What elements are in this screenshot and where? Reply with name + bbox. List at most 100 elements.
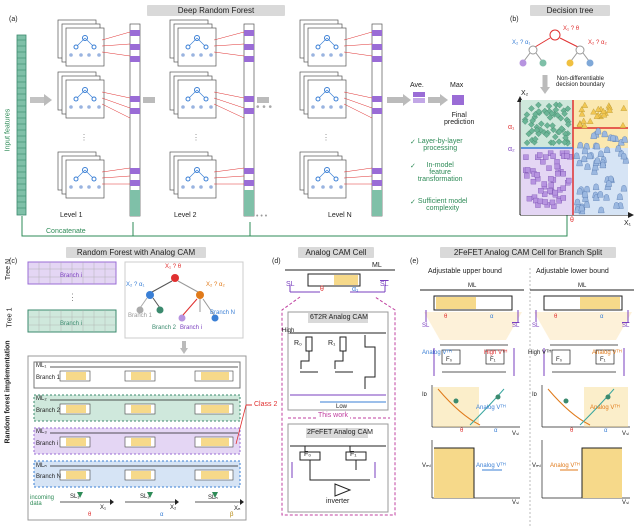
row-branch-label: Branch 2 [36,408,61,414]
panel-b-label: (b) [510,16,519,23]
fefet-theta-label: θ [444,314,448,320]
fefet-vsl-label-2: Vₛₗ [622,500,630,506]
fefet-vml-label: Vₘₗ [532,463,541,469]
axis-x2-label: X₂ [521,90,529,97]
cam-sl-label: SL [286,281,295,288]
cam-theta-label: θ [320,286,324,293]
fefet-analog-vth-label: Analog Vᵀᴴ [422,350,452,356]
decision-tree-header: Decision tree [530,5,610,16]
x1-in-label: X₁ [100,505,107,511]
level-1-label: Level 1 [60,212,83,219]
level-n-label: Level N [328,212,352,219]
panel-e-label: (e) [410,258,419,265]
fefet-id-label: Iᴅ [532,392,537,398]
sln-label: SLₙ [208,495,218,501]
fefet-analog-vth-label: Analog Vᵀᴴ [592,350,622,356]
incoming-data-label: incoming data [30,495,55,507]
panel-d-label: (d) [272,258,281,265]
level-2-label: Level 2 [174,212,197,219]
x2-in-label: X₂ [170,505,177,511]
this-work-label: This work [316,412,350,419]
cam-slbar-label: SL [380,281,389,288]
ave-label: Ave. [410,82,424,89]
fefet-alpha-label: α [490,314,494,320]
check-3: ✓ Sufficient model complexity [410,198,468,212]
fefet-f0-label: F₀ [556,357,563,363]
concatenate-label: Concatenate [46,228,86,235]
alpha1-label: α₁ [508,124,515,131]
fefet-f0-label: F₀ [446,357,453,363]
analog-cam-cell-header: Analog CAM Cell [298,247,374,258]
row-ml-label: MLₙ [36,463,47,469]
row-branch-label: Branch N [36,474,62,480]
svg-text:• • •: • • • [256,102,273,113]
panel-c-label: (c) [9,258,18,265]
check-2: ✓ In-model feature transformation [410,162,463,183]
check-1: ✓ Layer-by-layer processing [410,138,463,152]
fefet-id-label: Iᴅ [422,392,427,398]
fefet-high-vth-label: High Vᵀᴴ [528,350,552,356]
beta-axis-label: β [230,512,234,518]
fefet-vml-label: Vₘₗ [422,463,431,469]
r0-label: R₀ [294,340,302,347]
cam-alpha1-label: α₁ [352,286,359,293]
fefet-sl-label: SL [422,323,430,329]
tree-right-label: X₂ ? α₂ [588,40,607,46]
fefet-plot-analog-vth: Analog Vᵀᴴ [476,463,506,469]
axis-x1-label: X₁ [624,220,632,227]
row-ml-label: ML₂ [36,396,47,402]
alpha2-label: α₂ [508,146,515,153]
class-2-label: Class 2 [254,401,278,408]
fefet-f1-label: F₁ [600,357,606,363]
theta-label: θ [570,217,574,224]
panel-a-label: (a) [9,16,18,23]
f0-label: F₀ [304,451,312,458]
fefet-ml-label: ML [578,283,587,289]
x2-alpha2-label: X₂ ? α₂ [206,282,225,288]
deep-random-forest-header: Deep Random Forest [147,5,285,16]
svg-text:⋮: ⋮ [192,133,200,142]
theta-axis-label: θ [88,512,92,518]
max-label: Max [450,82,464,89]
row-branch-label: Branch 1 [36,375,61,381]
fefet-plot-analog-vth: Analog Vᵀᴴ [550,463,580,469]
fefet-theta-label: θ [554,314,558,320]
alpha-axis-label: α [160,512,164,518]
fefet-sl-label: SL [532,323,540,329]
inverter-label: inverter [326,498,350,505]
branch-1-label: Branch 1 [128,313,153,319]
fefet-high-vth-label: High Vᵀᴴ [484,350,508,356]
fefet-vsl-label-2: Vₛₗ [512,500,520,506]
sl2-label: SL₂ [140,494,150,500]
fefet-alpha-label: α [600,314,604,320]
row-ml-label: ML₁ [36,363,47,369]
input-feature-column [16,34,27,216]
fefet-vsl-label: Vₛₗ [512,431,520,437]
check-icon: ✓ [410,163,418,170]
fefet-plot-alpha: α [494,428,498,434]
check-icon: ✓ [410,139,418,146]
svg-text:⋮: ⋮ [68,292,77,302]
cam-ml-label: ML [372,262,382,269]
fefet-plot-alpha: α [604,428,608,434]
svg-text:⋮: ⋮ [80,133,88,142]
branch-2-label: Branch 2 [152,325,177,331]
row-branch-label: Branch i [36,441,59,447]
fefet-cam-label: 2FeFET Analog CAM [307,429,374,436]
final-prediction-label: Final prediction [444,112,475,126]
fefet-plot-theta: θ [570,428,574,434]
svg-text:⋮: ⋮ [322,133,330,142]
f1-label: F₁ [350,451,357,458]
fefet-vsl-label: Vₛₗ [622,431,630,437]
tree-root-label: X₁ ? θ [563,26,580,32]
fefet-ml-label: ML [468,283,477,289]
r1-label: R₁ [328,340,336,347]
high-label: High [282,328,295,334]
lower-bound-label: Adjustable lower bound [536,268,609,275]
x1-theta-label: X₁ ? θ [165,264,182,270]
fefet-f1-label: F₁ [490,357,496,363]
